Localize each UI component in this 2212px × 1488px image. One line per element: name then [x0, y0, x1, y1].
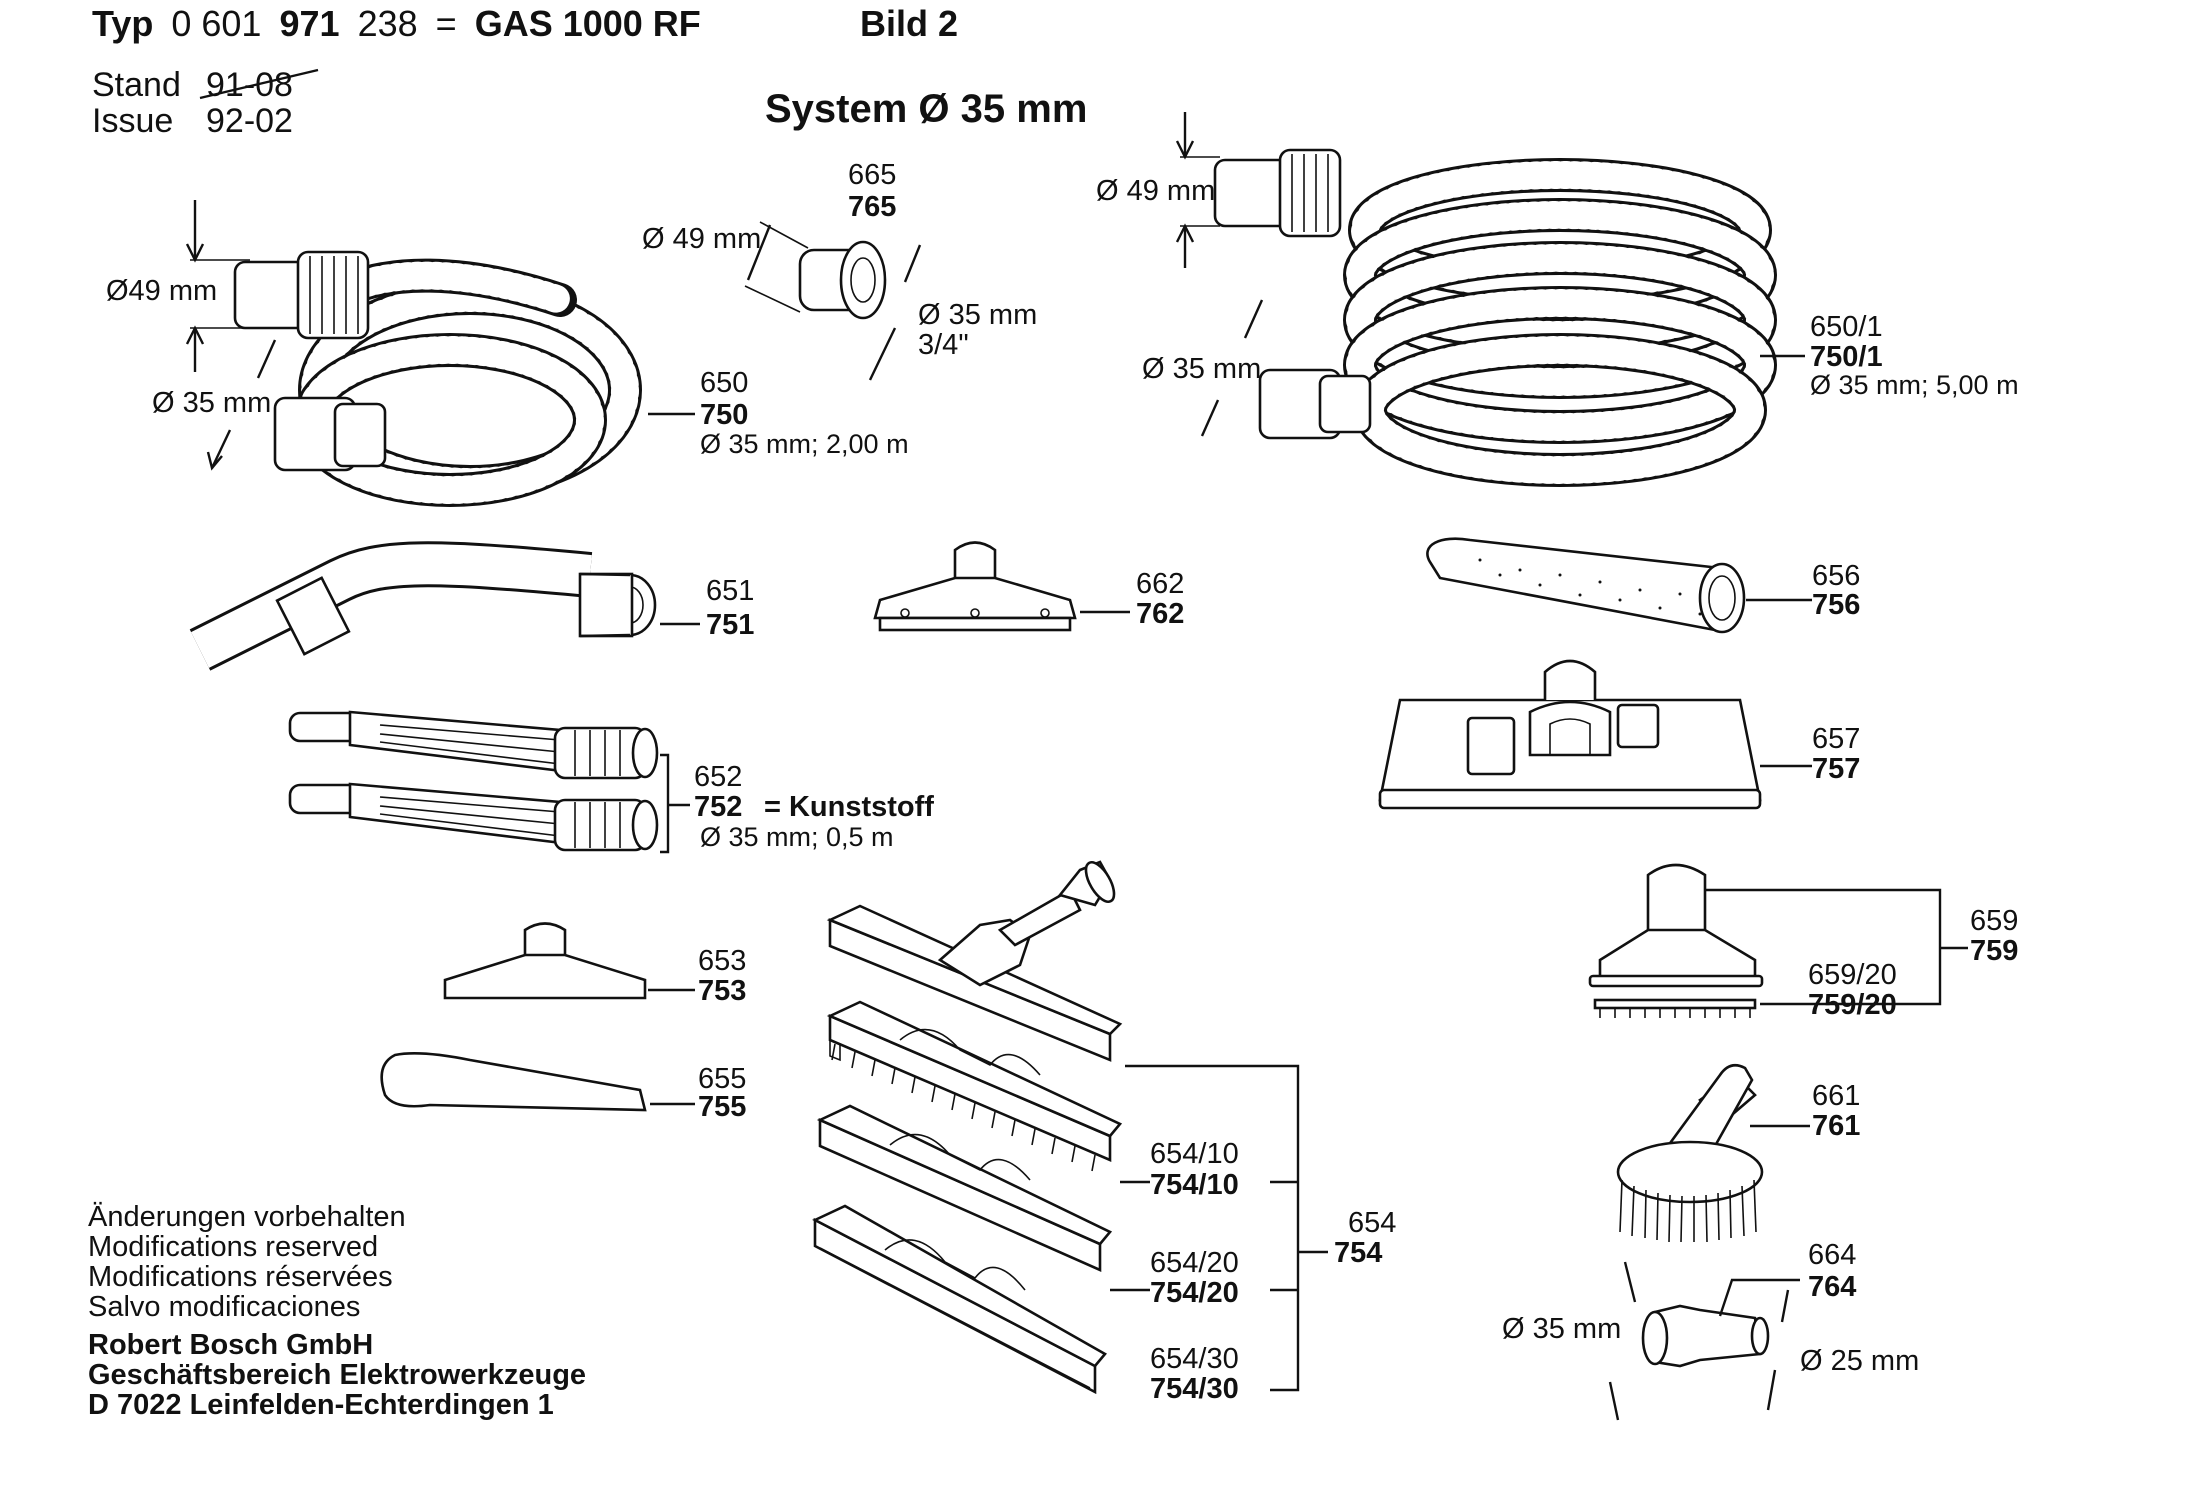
part-654-30-number: 654/30 [1150, 1343, 1239, 1375]
company-name: Robert Bosch GmbH [88, 1329, 373, 1361]
part-652-number: 652 [694, 761, 742, 793]
part-650-1-number: 650/1 [1810, 311, 1883, 343]
part-662-number: 662 [1136, 568, 1184, 600]
part-650-1-spec: Ø 35 mm; 5,00 m [1810, 370, 2019, 400]
round-brush-661 [1616, 1063, 1810, 1243]
header: Typ 0 601 971 238 = GAS 1000 RF Bild 2 S… [92, 3, 1087, 140]
part-665-number: 665 [848, 159, 896, 191]
part-754-20-number: 754/20 [1150, 1277, 1239, 1309]
dim-d49-hose650: Ø49 mm [106, 275, 217, 307]
extension-tubes-652 [288, 710, 690, 854]
stand-strikethrough [199, 68, 319, 100]
hose-650 [185, 200, 642, 507]
part-661-number: 661 [1812, 1080, 1860, 1112]
part-752-material: = Kunststoff [764, 791, 934, 823]
part-654-20-number: 654/20 [1150, 1247, 1239, 1279]
typ-equals: = [436, 3, 457, 44]
system-title: System Ø 35 mm [765, 87, 1087, 131]
reducer-664 [1608, 1261, 1800, 1421]
floor-nozzle-657 [1378, 659, 1762, 810]
part-764-number: 764 [1808, 1271, 1856, 1303]
floor-nozzle-set-654 [812, 860, 1328, 1395]
part-754-10-number: 754/10 [1150, 1169, 1239, 1201]
stand-value: 91-08 [206, 66, 293, 104]
bend-tube-651 [189, 541, 657, 671]
part-759-number: 759 [1970, 935, 2018, 967]
typ-label: Typ [92, 3, 153, 44]
part-651-number: 651 [706, 575, 754, 607]
typ-number-a: 0 601 [171, 3, 261, 44]
footer-line-en: Modifications reserved [88, 1231, 378, 1263]
hose-650-1 [1175, 112, 1777, 487]
company-address: D 7022 Leinfelden-Echterdingen 1 [88, 1389, 554, 1421]
part-750-number: 750 [700, 399, 748, 431]
footer-line-de: Änderungen vorbehalten [88, 1201, 406, 1233]
part-765-number: 765 [848, 191, 896, 223]
part-754-30-number: 754/30 [1150, 1373, 1239, 1405]
part-762-number: 762 [1136, 598, 1184, 630]
part-654-number: 654 [1348, 1207, 1396, 1239]
part-654-10-number: 654/10 [1150, 1138, 1239, 1170]
dim-d49-adapter: Ø 49 mm [642, 223, 761, 255]
part-652-spec: Ø 35 mm; 0,5 m [700, 822, 894, 852]
crevice-nozzle-655 [380, 1052, 647, 1112]
part-659-20-number: 659/20 [1808, 959, 1897, 991]
footer: Änderungen vorbehalten Modifications res… [88, 1201, 586, 1421]
dim-thread-adapter: 3/4" [918, 329, 969, 361]
crevice-tool-656 [1426, 537, 1746, 634]
part-759-20-number: 759/20 [1808, 989, 1897, 1021]
part-753-number: 753 [698, 975, 746, 1007]
dim-d35-hose650-1: Ø 35 mm [1142, 353, 1261, 385]
part-656-number: 656 [1812, 560, 1860, 592]
part-756-number: 756 [1812, 589, 1860, 621]
footer-line-es: Salvo modificaciones [88, 1291, 360, 1323]
nozzle-653 [443, 922, 647, 1000]
company-division: Geschäftsbereich Elektrowerkzeuge [88, 1359, 586, 1391]
nozzle-662 [873, 541, 1077, 632]
adapter-665 [744, 221, 922, 381]
part-650-number: 650 [700, 367, 748, 399]
part-750-1-number: 750/1 [1810, 341, 1883, 373]
part-653-number: 653 [698, 945, 746, 977]
part-659-number: 659 [1970, 905, 2018, 937]
part-657-number: 657 [1812, 723, 1860, 755]
footer-line-fr: Modifications réservées [88, 1261, 393, 1293]
dim-d35-hose650: Ø 35 mm [152, 387, 271, 419]
model-name: GAS 1000 RF [475, 3, 701, 44]
part-757-number: 757 [1812, 753, 1860, 785]
part-755-number: 755 [698, 1091, 746, 1123]
svg-text:Typ 0 601 971: Typ 0 601 971 238 = GAS 1000 RF [92, 3, 701, 44]
issue-label: Issue [92, 102, 173, 140]
part-752-number: 752 [694, 791, 742, 823]
part-664-number: 664 [1808, 1239, 1856, 1271]
figure-label: Bild 2 [860, 3, 958, 44]
dim-d25-reducer: Ø 25 mm [1800, 1345, 1919, 1377]
typ-number-c: 238 [358, 3, 418, 44]
part-650-spec: Ø 35 mm; 2,00 m [700, 429, 909, 459]
part-751-number: 751 [706, 609, 754, 641]
dim-d35-reducer: Ø 35 mm [1502, 1313, 1621, 1345]
stand-label: Stand [92, 66, 181, 104]
part-754-number: 754 [1334, 1237, 1382, 1269]
dim-d35-adapter: Ø 35 mm [918, 299, 1037, 331]
issue-value: 92-02 [206, 102, 293, 140]
dim-d49-hose650-1: Ø 49 mm [1096, 175, 1215, 207]
part-655-number: 655 [698, 1063, 746, 1095]
upholstery-nozzle-659 [1588, 863, 1968, 1018]
part-761-number: 761 [1812, 1110, 1860, 1142]
typ-number-b: 971 [279, 3, 339, 44]
